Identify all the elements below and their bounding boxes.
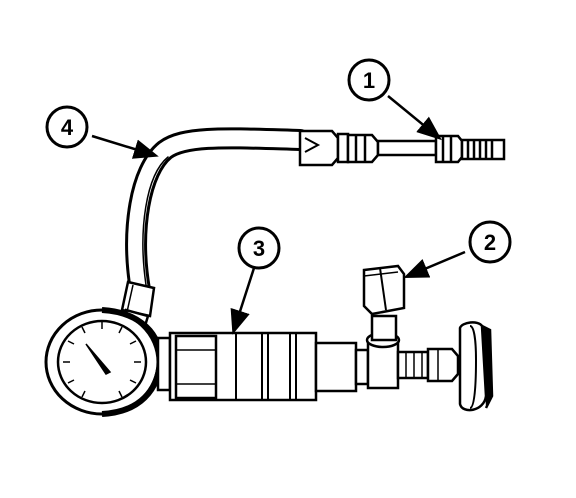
callout-3-label: 3	[253, 236, 265, 261]
pressure-gauge	[44, 307, 164, 417]
hose	[125, 127, 311, 301]
leader-3	[230, 267, 256, 335]
leader-1	[387, 95, 442, 141]
valve-handle[interactable]	[458, 321, 494, 412]
gauge-needle	[85, 343, 112, 375]
callout-4-label: 4	[61, 115, 74, 140]
callout-2: 2	[468, 220, 512, 264]
tester-body	[156, 331, 370, 402]
hose-end-fitting	[298, 129, 380, 167]
valve-stem	[396, 347, 460, 383]
gauge-ticks	[63, 322, 141, 398]
service-port-fitting	[362, 264, 406, 316]
leader-lines	[91, 95, 466, 335]
valve-tee	[365, 314, 401, 390]
callout-2-label: 2	[484, 230, 496, 255]
callout-1-label: 1	[363, 68, 375, 93]
adapter-fitting	[376, 134, 506, 164]
callout-3: 3	[237, 226, 281, 270]
leader-2	[403, 250, 466, 278]
callout-4: 4	[45, 105, 89, 149]
callout-1: 1	[347, 58, 391, 102]
leader-4	[91, 134, 159, 159]
